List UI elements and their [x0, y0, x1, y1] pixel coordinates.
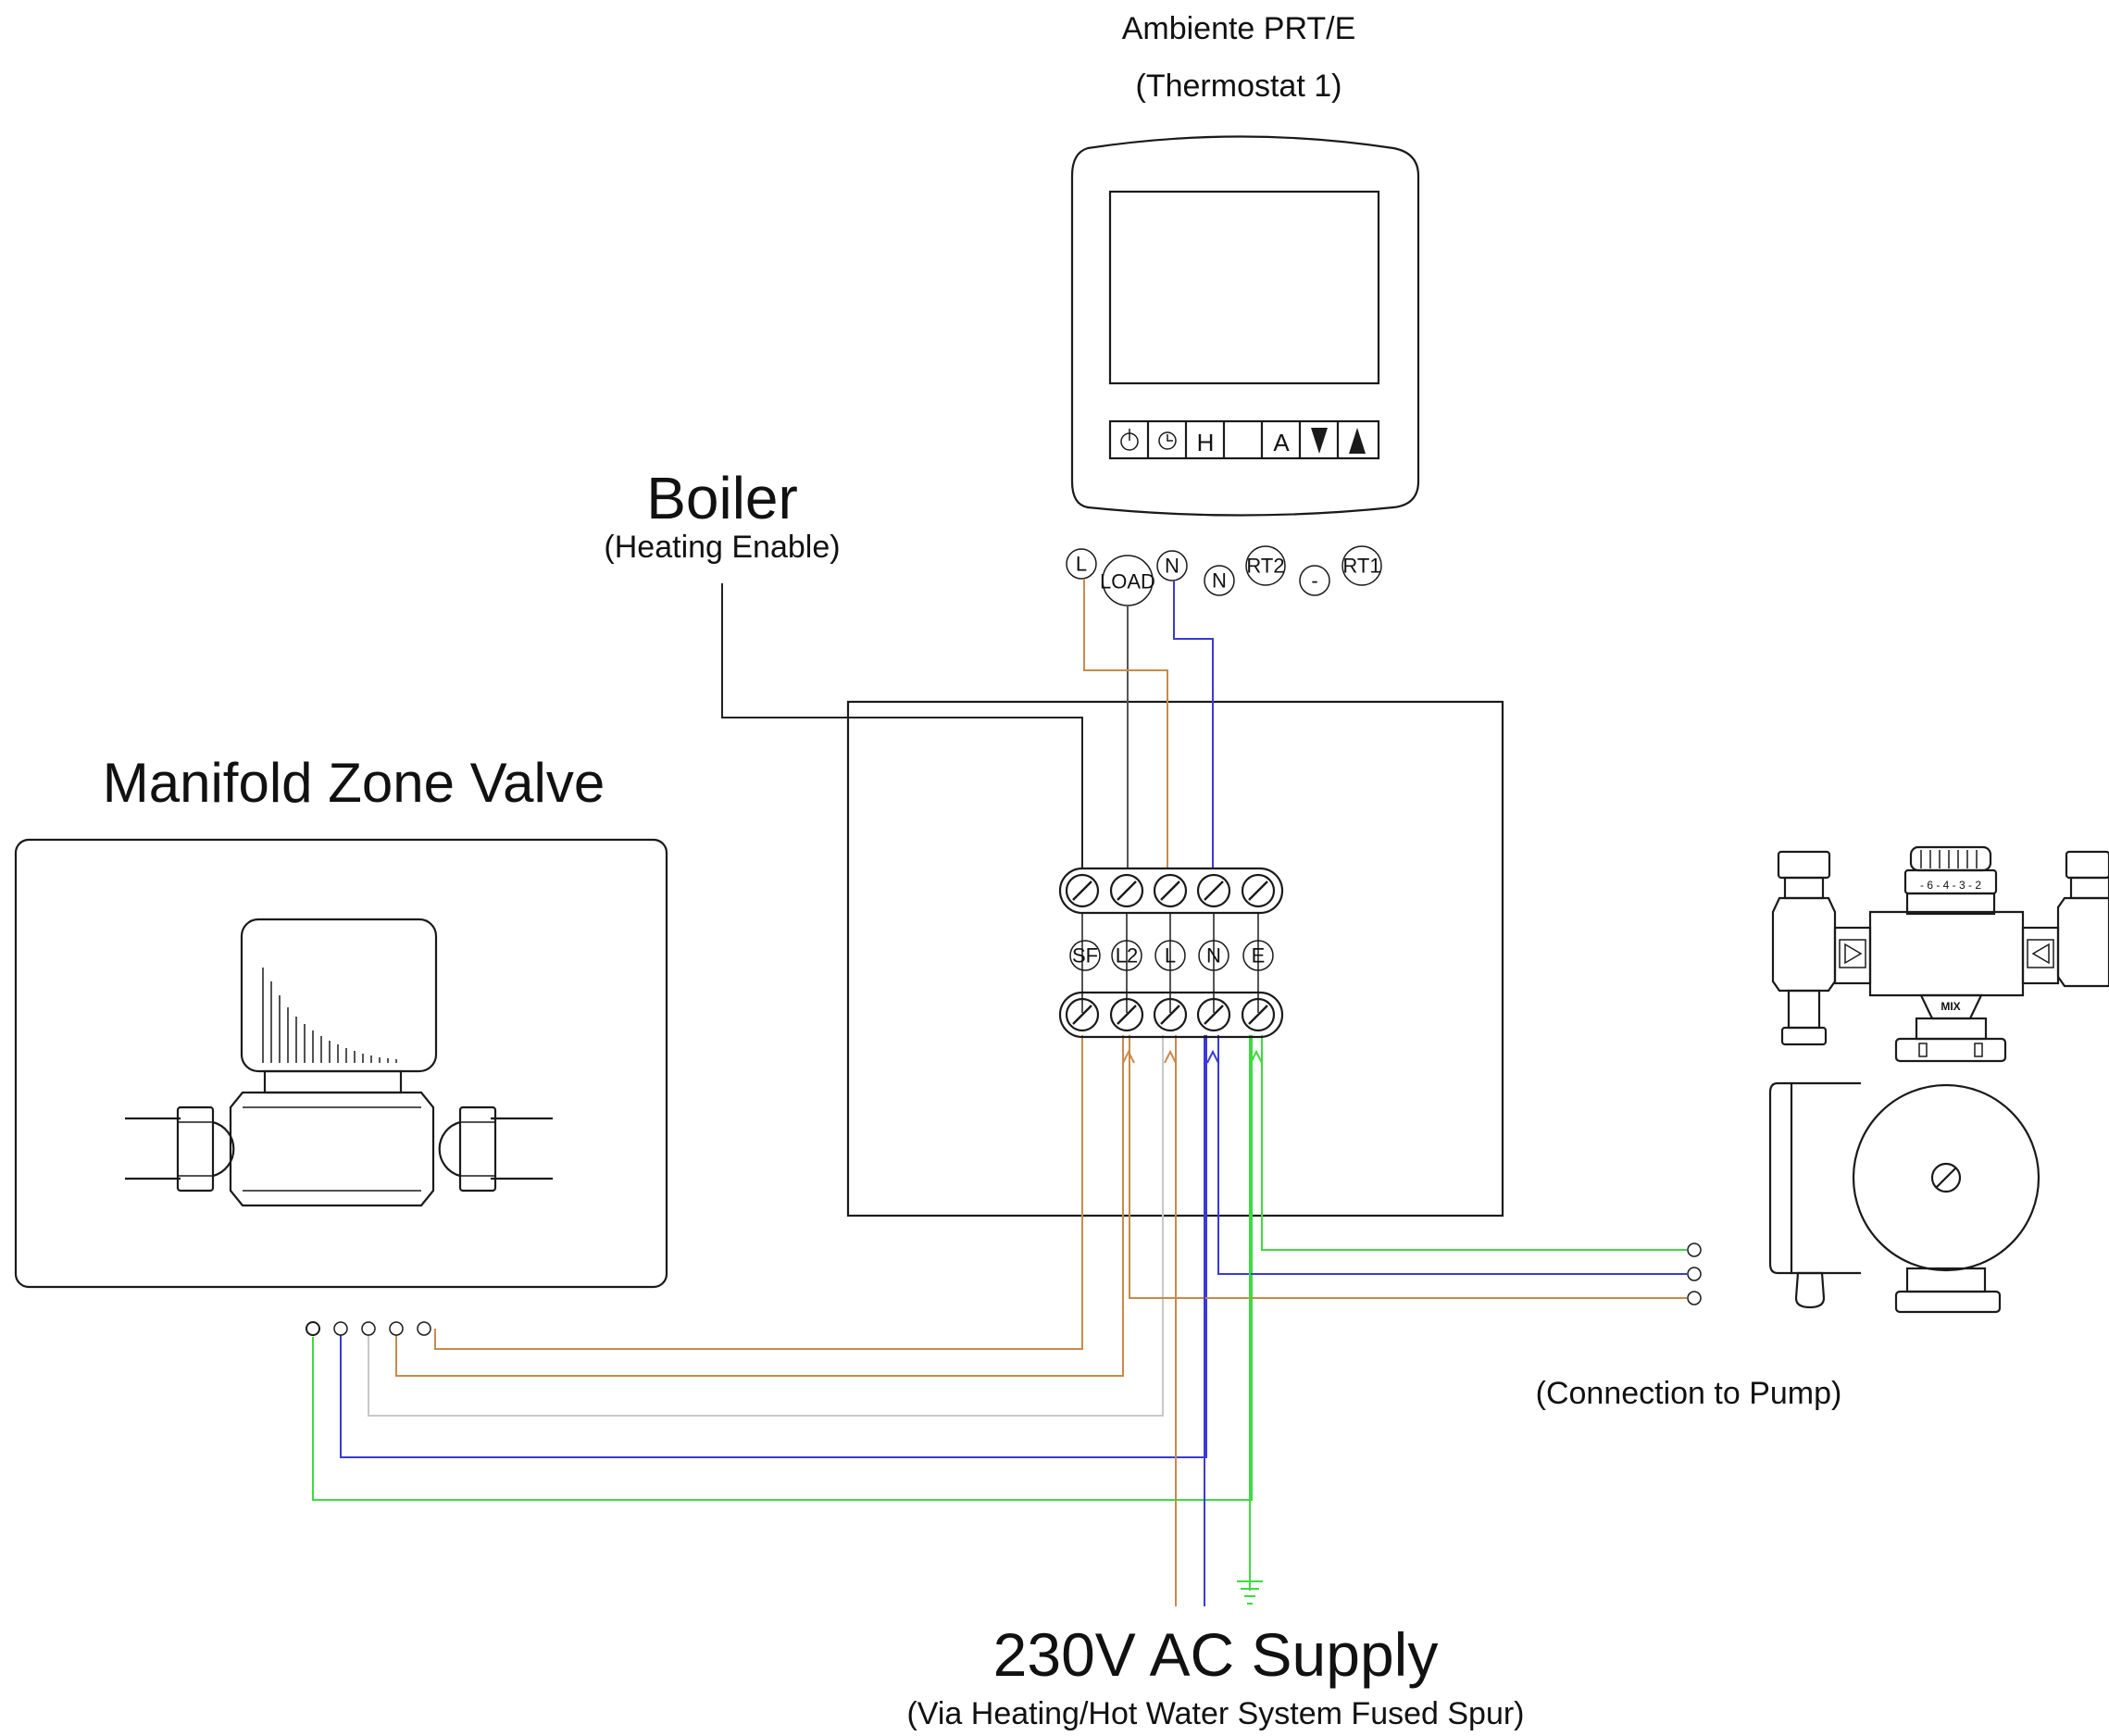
zone-valve-icon [125, 918, 553, 1207]
pump-mixer-icon: - 6 - 4 - 3 - 2 MIX [1768, 845, 2109, 1314]
thermostat-terminal: N [1204, 565, 1235, 596]
screw-icon [1109, 997, 1144, 1032]
thermostat-display [1108, 190, 1380, 385]
valve-neutral-wire [340, 1035, 1207, 1458]
terminal-e: E [1242, 940, 1274, 971]
boiler-subtitle: (Heating Enable) [604, 530, 840, 565]
valve-live-wire [434, 1035, 1083, 1350]
svg-text:L2: L2 [1116, 944, 1138, 968]
thermostat-terminal: RT2 [1245, 545, 1286, 586]
wires [312, 579, 1687, 1606]
arrow-down-icon [1311, 428, 1328, 454]
pump-live-wire [1129, 1035, 1687, 1299]
svg-text:RT2: RT2 [1246, 555, 1284, 578]
svg-text:- 6 - 4 - 3 - 2: - 6 - 4 - 3 - 2 [1920, 879, 1981, 892]
thermostat-name: (Thermostat 1) [1136, 69, 1342, 104]
screw-icon [1241, 873, 1276, 908]
valve-switched-live-wire [395, 1035, 1124, 1377]
pump-connection-points [1687, 1243, 1702, 1305]
thermostat-button-h: H [1197, 429, 1215, 456]
svg-text:MIX: MIX [1941, 1000, 1960, 1013]
thermostat-terminal: L [1066, 548, 1097, 580]
zone-valve-title: Manifold Zone Valve [103, 752, 605, 814]
svg-text:N: N [1165, 555, 1179, 578]
pump-neutral-wire [1217, 1035, 1687, 1275]
svg-text:LOAD: LOAD [1100, 570, 1155, 593]
terminal-l2: L2 [1111, 940, 1142, 971]
screw-icon [1196, 873, 1231, 908]
screw-icon [1065, 873, 1100, 908]
thermostat-terminal: - [1299, 565, 1330, 596]
thermostat-button-a: A [1273, 429, 1290, 456]
svg-text:N: N [1212, 569, 1227, 593]
thermostat-device: H A [1070, 135, 1420, 517]
boiler-wire [721, 583, 1083, 868]
earth-icon [1237, 1580, 1263, 1605]
thermostat-terminal: N [1156, 550, 1188, 581]
pump-earth-wire [1261, 1035, 1687, 1251]
thermostat-model: Ambiente PRT/E [1122, 11, 1356, 46]
power-icon [1120, 429, 1139, 451]
svg-text:L: L [1165, 944, 1176, 968]
thermostat-button-panel: H A [1108, 419, 1380, 460]
svg-text:L: L [1076, 553, 1087, 576]
svg-text:SF: SF [1072, 944, 1098, 968]
screw-icon [1196, 997, 1231, 1032]
svg-text:E: E [1252, 944, 1266, 968]
supply-subtitle: (Via Heating/Hot Water System Fused Spur… [906, 1696, 1524, 1731]
valve-earth-wire [312, 1035, 1253, 1501]
svg-text:-: - [1311, 569, 1317, 593]
screw-icon [1109, 873, 1144, 908]
valve-white-wire [368, 1035, 1164, 1417]
arrow-up-icon [1349, 428, 1366, 454]
screw-icon [1153, 997, 1188, 1032]
thermostat-terminals: L LOAD N N RT2 - RT1 [1066, 545, 1382, 606]
clock-icon [1158, 431, 1177, 450]
connection-point [417, 1321, 431, 1336]
screw-icon [1241, 997, 1276, 1032]
terminal-strip-bottom [1058, 991, 1284, 1039]
terminal-l: L [1154, 940, 1186, 971]
wiring-centre-terminals: SF L2 L N E [1069, 913, 1274, 1013]
connection-point [389, 1321, 404, 1336]
connection-point [1687, 1267, 1702, 1281]
svg-text:N: N [1206, 944, 1221, 968]
valve-connection-points [306, 1321, 431, 1336]
supply-title: 230V AC Supply [993, 1620, 1439, 1689]
svg-text:RT1: RT1 [1342, 555, 1380, 578]
thermostat-live-wire [1083, 579, 1168, 868]
terminal-n: N [1198, 940, 1229, 971]
connection-point [1687, 1291, 1702, 1305]
zone-valve-panel [14, 838, 668, 1289]
thermostat-neutral-wire [1173, 581, 1214, 868]
terminal-sf: SF [1069, 940, 1101, 971]
thermostat-terminal: RT1 [1342, 545, 1382, 586]
boiler-title: Boiler [646, 465, 798, 531]
connection-point [306, 1321, 320, 1336]
thermostat-terminal: LOAD [1100, 555, 1155, 606]
screw-icon [1153, 873, 1188, 908]
connection-point [333, 1321, 348, 1336]
pump-caption: (Connection to Pump) [1536, 1376, 1842, 1411]
terminal-strip-top [1058, 867, 1284, 915]
screw-icon [1065, 997, 1100, 1032]
connection-point [1687, 1243, 1702, 1257]
connection-point [361, 1321, 376, 1336]
